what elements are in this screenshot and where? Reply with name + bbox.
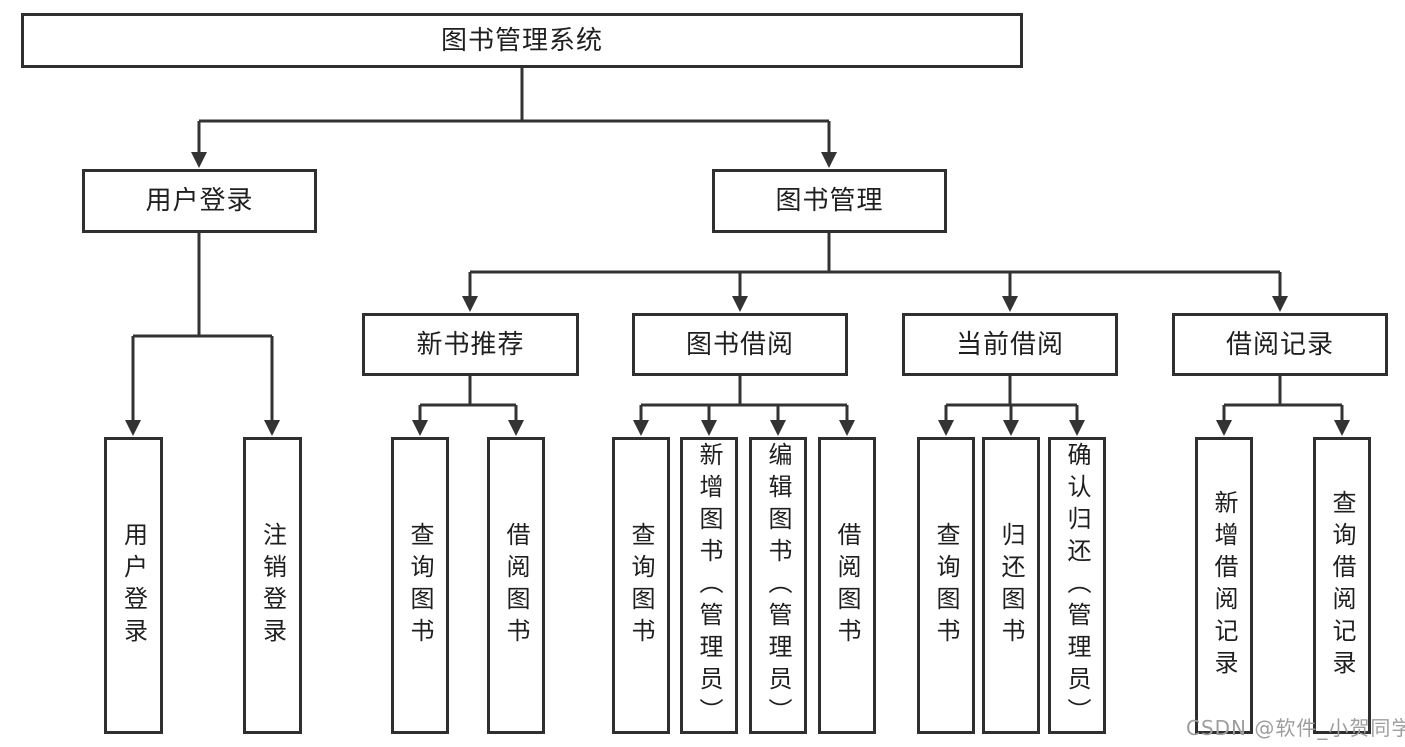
node-borrowing-records: 借阅记录 xyxy=(1172,313,1388,376)
node-label: 新书推荐 xyxy=(416,329,525,360)
leaf-confirm-return-admin: 确认归还（管理员） xyxy=(1048,437,1106,734)
csdn-watermark: CSDN @软件_小贺同学 xyxy=(1186,716,1405,740)
leaf-label: 借阅图书 xyxy=(502,521,530,650)
node-label: 图书借阅 xyxy=(685,329,794,360)
leaf-label: 归还图书 xyxy=(997,521,1025,650)
node-library-system: 图书管理系统 xyxy=(21,13,1023,68)
node-new-book-recommend: 新书推荐 xyxy=(362,313,579,376)
leaf-label: 查询图书 xyxy=(406,521,434,650)
leaf-label: 查询图书 xyxy=(627,521,655,650)
node-current-borrowing: 当前借阅 xyxy=(902,313,1118,376)
leaf-label: 注销登录 xyxy=(258,521,287,650)
leaf-label: 查询借阅记录 xyxy=(1328,489,1356,682)
node-label: 借阅记录 xyxy=(1225,329,1334,360)
leaf-label: 借阅图书 xyxy=(833,521,861,650)
leaf-label: 新增图书（管理员） xyxy=(695,441,723,730)
leaf-add-book-admin: 新增图书（管理员） xyxy=(680,437,738,734)
node-user-login: 用户登录 xyxy=(82,169,317,233)
leaf-label: 确认归还（管理员） xyxy=(1063,441,1091,730)
leaf-add-borrow-record: 新增借阅记录 xyxy=(1195,437,1253,734)
leaf-label: 用户登录 xyxy=(119,521,148,650)
leaf-borrowing-query-books: 查询图书 xyxy=(612,437,670,734)
node-label: 图书管理系统 xyxy=(440,25,603,56)
leaf-label: 新增借阅记录 xyxy=(1210,489,1238,682)
node-book-management: 图书管理 xyxy=(712,169,947,233)
leaf-recommend-query-books: 查询图书 xyxy=(391,437,449,734)
leaf-label: 编辑图书（管理员） xyxy=(764,441,792,730)
leaf-return-books: 归还图书 xyxy=(982,437,1040,734)
node-label: 当前借阅 xyxy=(955,329,1064,360)
node-book-borrowing: 图书借阅 xyxy=(632,313,848,376)
leaf-edit-book-admin: 编辑图书（管理员） xyxy=(749,437,807,734)
tree-connectors xyxy=(125,68,1350,436)
node-label: 用户登录 xyxy=(145,186,254,216)
leaf-query-borrow-record: 查询借阅记录 xyxy=(1313,437,1371,734)
node-label: 图书管理 xyxy=(775,186,884,216)
leaf-current-query-books: 查询图书 xyxy=(917,437,975,734)
leaf-borrowing-borrow-books: 借阅图书 xyxy=(818,437,876,734)
leaf-label: 查询图书 xyxy=(932,521,960,650)
leaf-user-login: 用户登录 xyxy=(104,437,163,734)
leaf-recommend-borrow-books: 借阅图书 xyxy=(487,437,545,734)
leaf-logout: 注销登录 xyxy=(243,437,302,734)
